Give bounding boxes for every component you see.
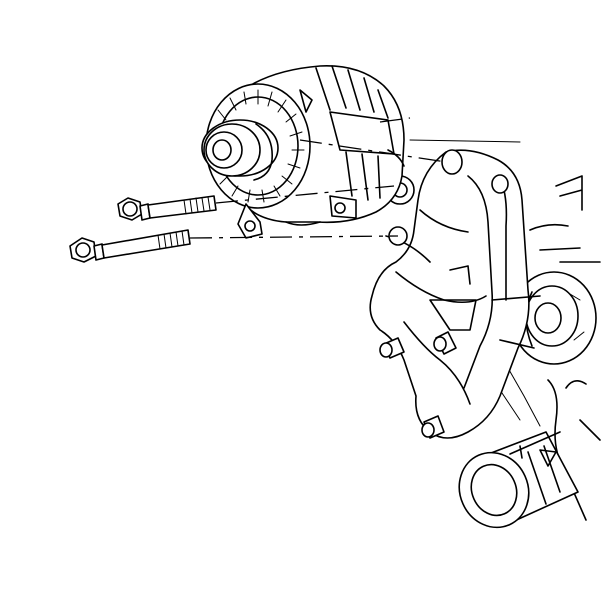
oil-filter-icon — [458, 431, 579, 529]
pulley-icon — [511, 271, 597, 365]
alignment-centerline — [189, 117, 521, 239]
upper-bolt-icon — [117, 195, 217, 221]
generator-icon — [201, 65, 405, 239]
bracket-stud-icon — [379, 331, 457, 439]
lower-bolt-icon — [69, 229, 191, 263]
